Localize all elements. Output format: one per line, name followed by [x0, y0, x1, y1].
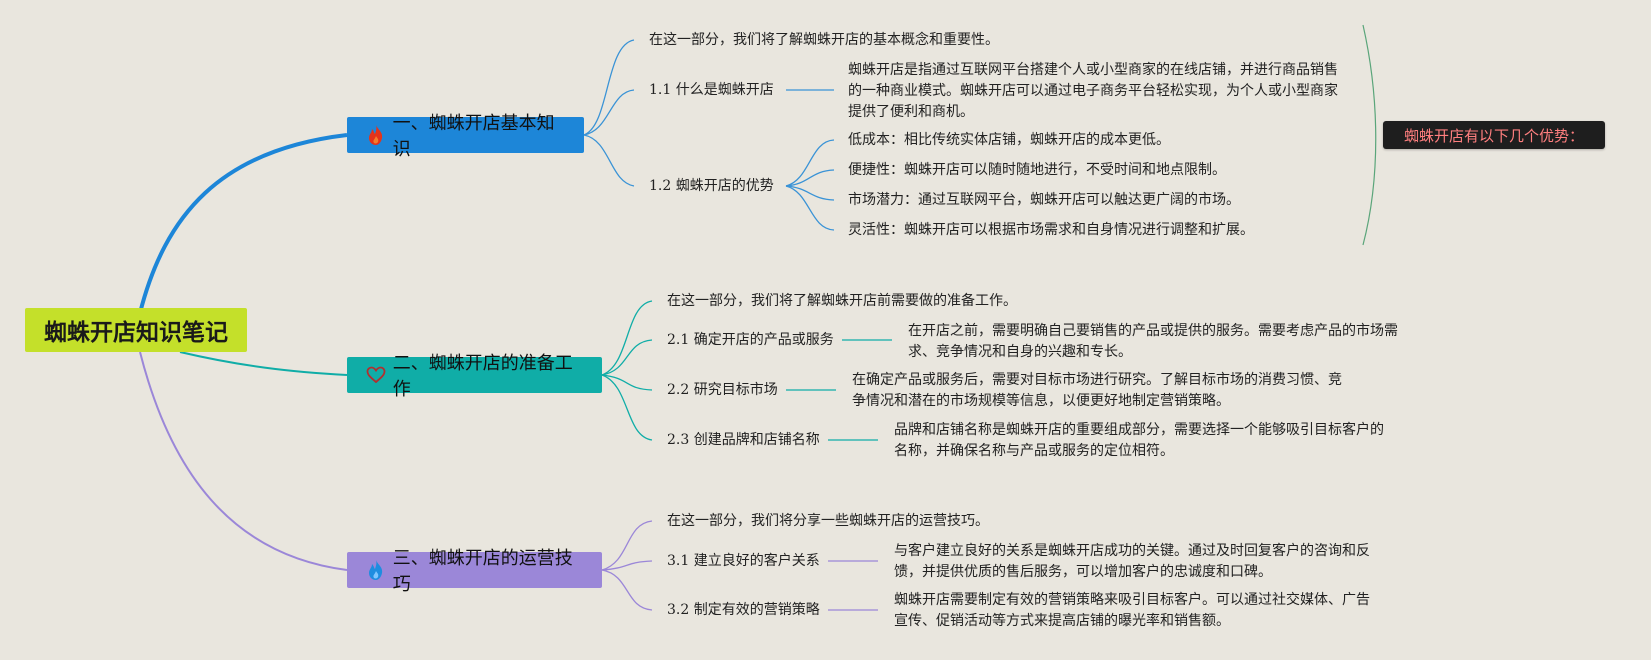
advantage-item: 低成本：相比传统实体店铺，蜘蛛开店的成本更低。 — [848, 132, 1170, 148]
subtopic-1-1[interactable]: 1.1 什么是蜘蛛开店 — [649, 82, 774, 98]
subtopic-3-2[interactable]: 3.2 制定有效的营销策略 — [667, 602, 820, 618]
branch-label: 三、蜘蛛开店的运营技巧 — [392, 548, 573, 595]
connector-root-branch-2 — [179, 351, 348, 376]
subtopic-1-2[interactable]: 1.2 蜘蛛开店的优势 — [649, 178, 774, 194]
branch-topic-operations[interactable]: 三、蜘蛛开店的运营技巧 — [347, 548, 602, 595]
subtopic-2-1[interactable]: 2.1 确定开店的产品或服务 — [667, 332, 834, 348]
connector-root-branch-1 — [138, 133, 348, 314]
flame-icon — [365, 559, 387, 581]
advantage-item: 市场潜力：通过互联网平台，蜘蛛开店可以触达更广阔的市场。 — [848, 192, 1240, 208]
heart-icon — [365, 364, 387, 386]
subtopic-2-3[interactable]: 2.3 创建品牌和店铺名称 — [667, 432, 820, 448]
branch-2-intro: 在这一部分，我们将了解蜘蛛开店前需要做的准备工作。 — [667, 293, 1017, 309]
branch-2-connectors — [601, 300, 892, 441]
subtopic-3-1-desc: 与客户建立良好的关系是蜘蛛开店成功的关键。通过及时回复客户的咨询和反馈，并提供优… — [894, 543, 1370, 580]
fire-icon — [365, 124, 387, 146]
subtopic-2-3-desc: 品牌和店铺名称是蜘蛛开店的重要组成部分，需要选择一个能够吸引目标客户的名称，并确… — [894, 422, 1384, 459]
branch-1-intro: 在这一部分，我们将了解蜘蛛开店的基本概念和重要性。 — [649, 32, 999, 48]
branch-1-connectors — [583, 39, 835, 231]
callout-brace — [1362, 24, 1377, 246]
subtopic-2-2-desc: 在确定产品或服务后，需要对目标市场进行研究。了解目标市场的消费习惯、竞争情况和潜… — [852, 372, 1342, 409]
subtopic-2-2[interactable]: 2.2 研究目标市场 — [667, 382, 778, 398]
subtopic-1-1-desc: 蜘蛛开店是指通过互联网平台搭建个人或小型商家的在线店铺，并进行商品销售的一种商业… — [848, 62, 1338, 120]
subtopic-3-1[interactable]: 3.1 建立良好的客户关系 — [667, 553, 820, 569]
branch-topic-preparation[interactable]: 二、蜘蛛开店的准备工作 — [347, 353, 602, 400]
branch-label: 二、蜘蛛开店的准备工作 — [392, 353, 573, 400]
connector-root-branch-3 — [139, 351, 348, 571]
advantages-callout[interactable]: 蜘蛛开店有以下几个优势： — [1383, 121, 1605, 149]
branch-topic-basics[interactable]: 一、蜘蛛开店基本知识 — [347, 113, 584, 160]
branch-3-connectors — [601, 520, 878, 611]
subtopic-2-1-desc: 在开店之前，需要明确自己要销售的产品或提供的服务。需要考虑产品的市场需求、竞争情… — [908, 323, 1398, 360]
root-topic[interactable]: 蜘蛛开店知识笔记 — [25, 308, 247, 352]
branch-label: 一、蜘蛛开店基本知识 — [392, 113, 555, 160]
advantage-item: 灵活性：蜘蛛开店可以根据市场需求和自身情况进行调整和扩展。 — [848, 222, 1254, 238]
subtopic-3-2-desc: 蜘蛛开店需要制定有效的营销策略来吸引目标客户。可以通过社交媒体、广告宣传、促销活… — [894, 592, 1370, 629]
branch-3-intro: 在这一部分，我们将分享一些蜘蛛开店的运营技巧。 — [667, 513, 989, 529]
advantage-item: 便捷性：蜘蛛开店可以随时随地进行，不受时间和地点限制。 — [848, 162, 1226, 178]
